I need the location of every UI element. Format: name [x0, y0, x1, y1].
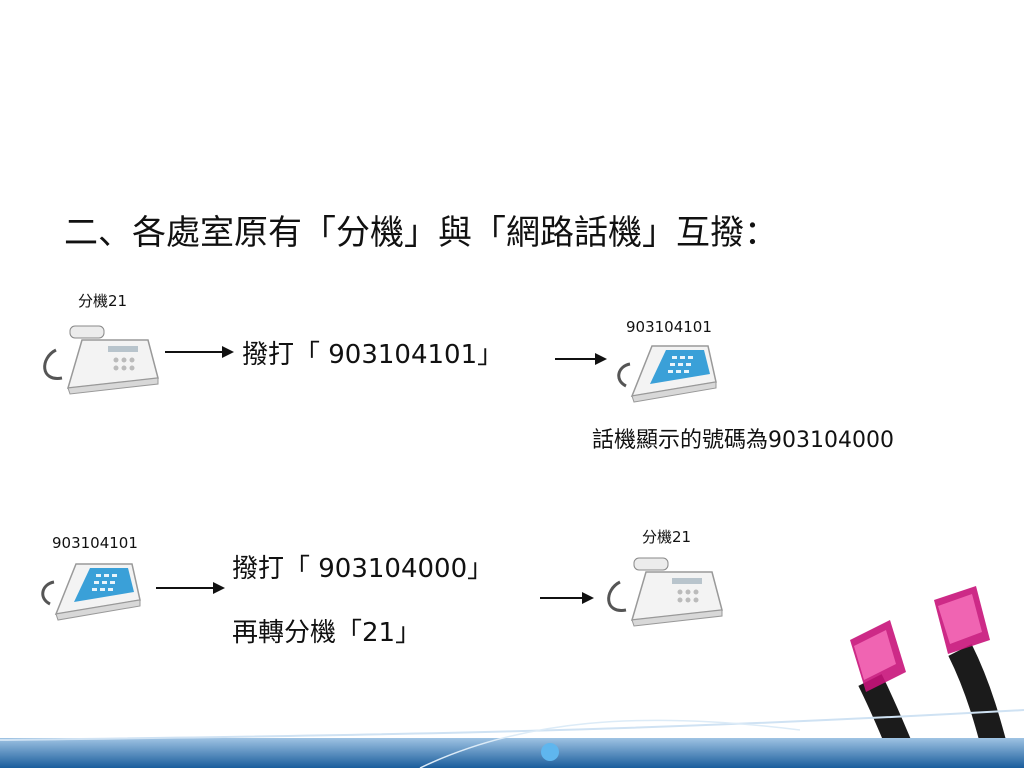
display-number-note: 話機顯示的號碼為903104000 [592, 428, 894, 453]
decorative-dot-icon [541, 743, 559, 761]
desk-phone-icon [43, 325, 159, 395]
caller-label-ext: 分機21 [78, 292, 128, 310]
caller-label-number: 903104101 [52, 534, 138, 552]
ip-phone-icon [41, 563, 141, 621]
page-title: 二、各處室原有「分機」與「網路話機」互撥： [64, 213, 778, 253]
transfer-instruction: 再轉分機「21」 [232, 618, 422, 648]
callee-label-number: 903104101 [626, 318, 712, 336]
ip-phone-icon [617, 345, 717, 403]
arrow-right-icon [156, 582, 225, 594]
callee-label-ext: 分機21 [642, 528, 692, 546]
dial-instruction: 撥打「 903104101」 [242, 340, 504, 370]
dial-instruction: 撥打「 903104000」 [232, 554, 494, 584]
footer-band [0, 709, 1024, 768]
desk-phone-icon [607, 557, 723, 627]
arrow-right-icon [165, 346, 234, 358]
arrow-right-icon [540, 592, 594, 604]
arrow-right-icon [555, 353, 607, 365]
